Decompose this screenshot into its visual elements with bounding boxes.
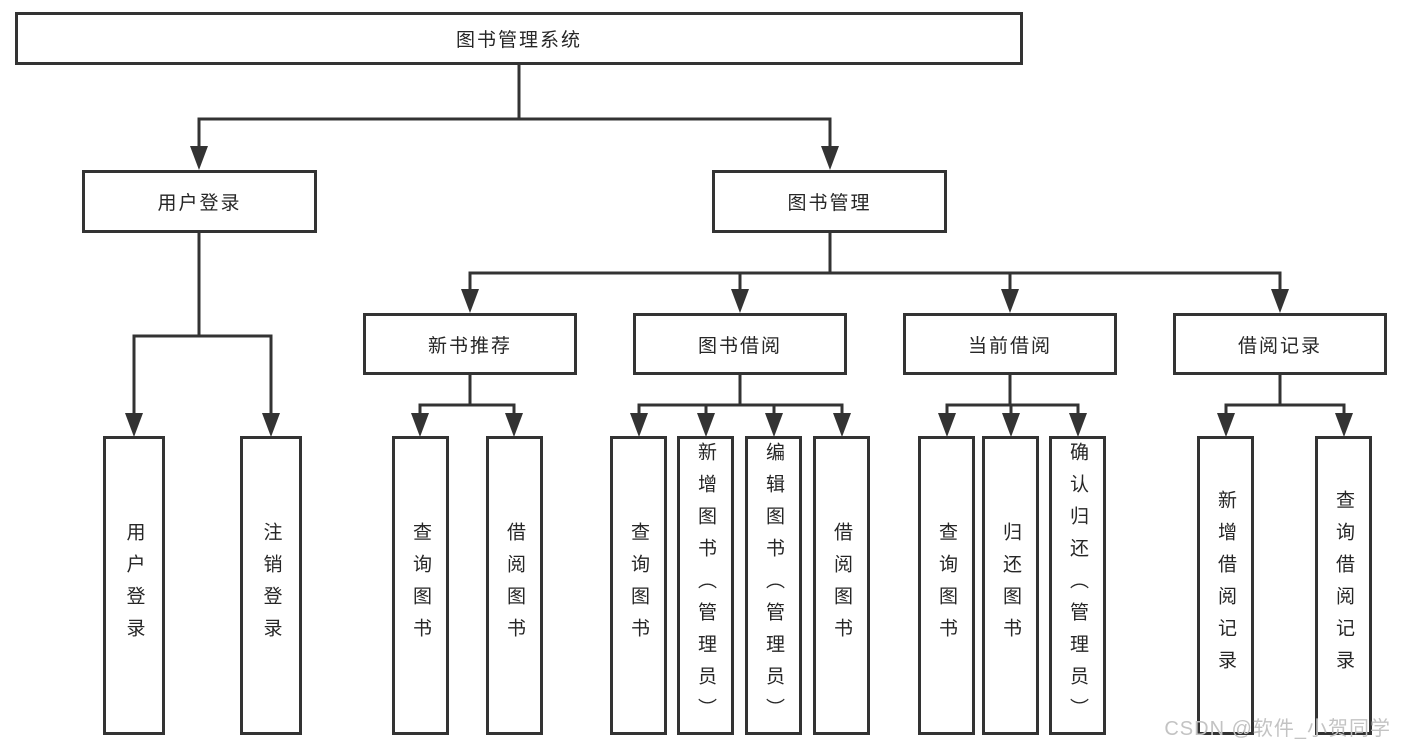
leaf-logout: 注销登录 [240, 436, 302, 735]
leaf-borrow-books-recommend-label: 借阅图书 [504, 521, 525, 650]
node-current-borrowing-label: 当前借阅 [967, 335, 1052, 357]
leaf-borrow-books-borrowing: 借阅图书 [813, 436, 870, 735]
node-root-label: 图书管理系统 [455, 30, 582, 51]
leaf-return-book: 归还图书 [982, 436, 1039, 735]
leaf-return-book-label: 归还图书 [1000, 521, 1021, 650]
node-book-borrowing-label: 图书借阅 [697, 335, 782, 357]
leaf-query-books-borrowing-label: 查询图书 [628, 521, 649, 650]
node-new-book-recommendation-label: 新书推荐 [427, 335, 512, 357]
leaf-query-books-borrowing: 查询图书 [610, 436, 667, 735]
node-user-login-group: 用户登录 [82, 170, 317, 233]
node-book-management-label: 图书管理 [787, 193, 872, 214]
leaf-user-login-label: 用户登录 [123, 521, 145, 650]
leaf-query-borrow-record-label: 查询借阅记录 [1333, 489, 1354, 682]
leaf-confirm-return-admin: 确认归还（管理员） [1049, 436, 1106, 735]
node-borrowing-records-label: 借阅记录 [1237, 335, 1322, 357]
leaf-query-books-current-label: 查询图书 [936, 521, 957, 650]
node-borrowing-records: 借阅记录 [1173, 313, 1387, 375]
leaf-user-login: 用户登录 [103, 436, 165, 735]
leaf-logout-label: 注销登录 [260, 521, 282, 650]
node-new-book-recommendation: 新书推荐 [363, 313, 577, 375]
leaf-add-borrow-record: 新增借阅记录 [1197, 436, 1254, 735]
leaf-add-book-admin: 新增图书（管理员） [677, 436, 734, 735]
csdn-watermark: CSDN @软件_小贺同学 [1164, 718, 1391, 740]
leaf-query-books-current: 查询图书 [918, 436, 975, 735]
leaf-add-book-admin-label: 新增图书（管理员） [695, 441, 716, 730]
leaf-query-books-recommend-label: 查询图书 [410, 521, 431, 650]
leaf-query-borrow-record: 查询借阅记录 [1315, 436, 1372, 735]
node-current-borrowing: 当前借阅 [903, 313, 1117, 375]
leaf-borrow-books-recommend: 借阅图书 [486, 436, 543, 735]
node-book-borrowing: 图书借阅 [633, 313, 847, 375]
leaf-add-borrow-record-label: 新增借阅记录 [1215, 489, 1236, 682]
node-book-management: 图书管理 [712, 170, 947, 233]
node-root: 图书管理系统 [15, 12, 1023, 65]
leaf-edit-book-admin-label: 编辑图书（管理员） [763, 441, 784, 730]
node-user-login-group-label: 用户登录 [157, 193, 242, 214]
leaf-borrow-books-borrowing-label: 借阅图书 [831, 521, 852, 650]
leaf-query-books-recommend: 查询图书 [392, 436, 449, 735]
leaf-confirm-return-admin-label: 确认归还（管理员） [1067, 441, 1088, 730]
leaf-edit-book-admin: 编辑图书（管理员） [745, 436, 802, 735]
